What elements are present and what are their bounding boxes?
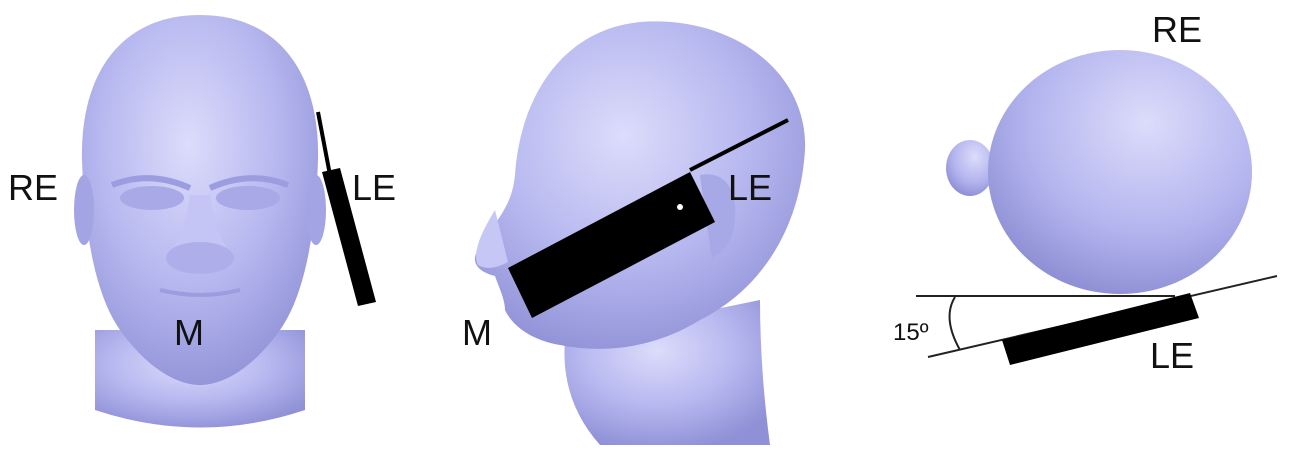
top-angle-label: 15º	[893, 319, 929, 346]
top-head	[946, 50, 1252, 294]
front-nose-tip	[166, 242, 234, 274]
top-nose	[946, 140, 994, 196]
front-ear-right	[306, 175, 326, 245]
front-eye-left	[120, 186, 184, 210]
front-view: RE LE M	[8, 15, 396, 428]
front-phone-antenna	[318, 112, 330, 175]
front-label-le: LE	[352, 167, 396, 208]
front-phone	[318, 112, 376, 306]
side-view: LE M	[462, 21, 805, 445]
top-skull	[988, 50, 1252, 294]
front-ear-left	[74, 175, 94, 245]
side-label-m: M	[462, 312, 492, 353]
front-label-re: RE	[8, 167, 58, 208]
top-view: RE LE 15º	[893, 9, 1277, 376]
front-eye-right	[216, 186, 280, 210]
front-head	[74, 15, 326, 428]
side-label-le: LE	[728, 167, 772, 208]
top-label-le: LE	[1150, 335, 1194, 376]
side-phone-dot	[677, 204, 683, 210]
top-angle-arc	[950, 297, 960, 350]
front-label-m: M	[174, 312, 204, 353]
top-label-re: RE	[1152, 9, 1202, 50]
